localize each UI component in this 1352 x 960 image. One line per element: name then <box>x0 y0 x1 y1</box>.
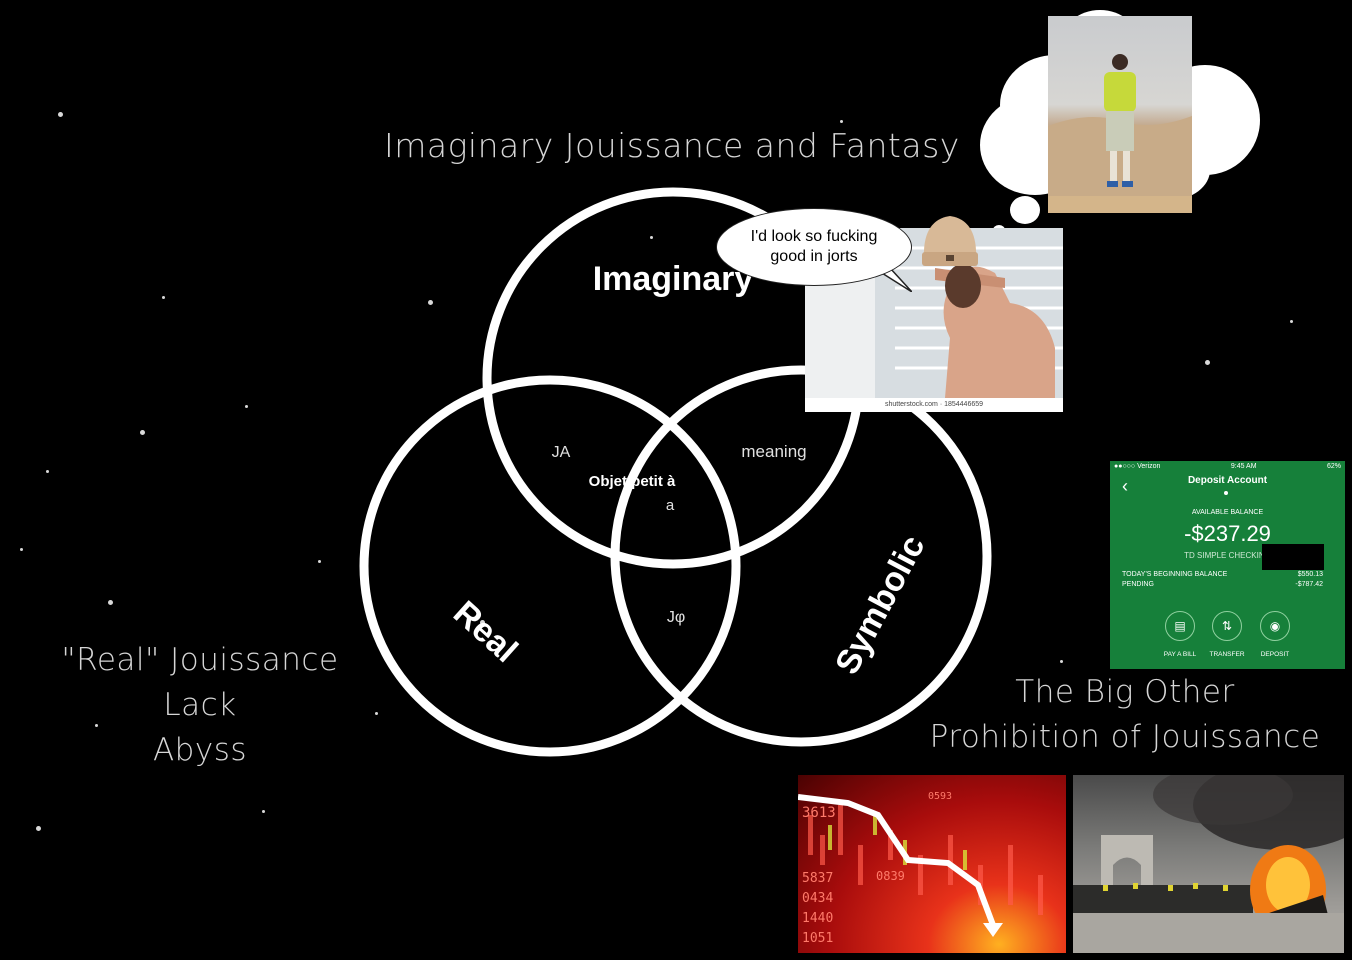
back-chevron-icon[interactable]: ‹ <box>1122 476 1128 496</box>
star <box>1205 360 1210 365</box>
shutterstock-watermark: shutterstock.com · 1854446659 <box>805 398 1063 412</box>
jorts-fantasy-photo <box>1048 16 1192 213</box>
transfer-label: TRANSFER <box>1209 651 1245 658</box>
star <box>36 826 41 831</box>
shower-photo: shutterstock.com · 1854446659 <box>805 228 1063 412</box>
transfer-icon: ⇅ <box>1221 619 1233 633</box>
caption-prohibition-line: Prohibition of Jouissance <box>929 719 1321 755</box>
star <box>58 112 63 117</box>
symbolic-circle <box>610 365 992 747</box>
stock-number-2: 0593 <box>928 791 953 802</box>
imaginary-label: Imaginary <box>593 260 754 298</box>
star <box>1290 320 1293 323</box>
star <box>428 300 433 305</box>
star <box>245 405 248 408</box>
available-balance-label: AVAILABLE BALANCE <box>1191 509 1264 516</box>
deposit-label: DEPOSIT <box>1260 651 1290 658</box>
status-bar: ●●○○○ Verizon 9:45 AM 62% <box>1114 463 1341 470</box>
caption-lack-line: Lack <box>163 687 237 723</box>
account-title: Deposit Account <box>1187 475 1268 486</box>
stock-number-1: 3613 <box>802 805 836 821</box>
carrier-text: ●●○○○ Verizon <box>1114 463 1161 470</box>
ja-label: JA <box>552 444 571 461</box>
real-label: Real <box>446 594 525 670</box>
objet-petit-a-label-2: a <box>666 497 675 514</box>
star <box>95 724 98 727</box>
star <box>140 430 145 435</box>
symbolic-label: Symbolic <box>828 529 933 680</box>
star <box>162 296 165 299</box>
stock-number-3: 5837 <box>802 871 834 886</box>
pay-bill-label: PAY A BILL <box>1163 651 1197 658</box>
document-icon: ▤ <box>1174 619 1186 633</box>
redaction-box <box>1262 544 1324 570</box>
stock-crash-photo: 3613 0593 5837 0839 0434 1440 1051 <box>798 775 1066 953</box>
bank-app-screenshot: ●●○○○ Verizon 9:45 AM 62% ‹ Deposit Acco… <box>1110 461 1345 669</box>
caption-imaginary-jouissance: Imaginary Jouissance and Fantasy <box>384 126 960 165</box>
account-type: TD SIMPLE CHECKING <box>1184 551 1271 560</box>
star <box>650 236 653 239</box>
time-text: 9:45 AM <box>1230 463 1257 470</box>
star <box>46 470 49 473</box>
star <box>1060 660 1063 663</box>
paris-riot-photo <box>1073 775 1344 953</box>
real-circle <box>359 375 741 757</box>
caption-big-other: The Big Other Prohibition of Jouissance <box>910 670 1340 760</box>
balance-value: -$237.29 <box>1184 521 1271 546</box>
beginning-balance-row: TODAY'S BEGINNING BALANCE $550.13 <box>1122 571 1323 578</box>
pay-bill-button[interactable]: ▤ <box>1165 611 1195 641</box>
star <box>20 548 23 551</box>
meaning-label: meaning <box>741 442 806 461</box>
jphi-label: Jφ <box>667 609 685 626</box>
objet-petit-a-label: Objet petit à <box>589 473 676 490</box>
star <box>480 620 485 625</box>
speech-bubble-text: I'd look so fucking good in jorts <box>750 228 878 265</box>
camera-icon: ◉ <box>1269 619 1281 633</box>
battery-text: 62% <box>1326 463 1341 470</box>
caption-real-jouissance: "Real" Jouissance Lack Abyss <box>40 638 360 773</box>
caption-big-other-line: The Big Other <box>1015 674 1235 710</box>
pending-row: PENDING -$787.42 <box>1122 581 1323 588</box>
star <box>108 600 113 605</box>
caption-real-line: "Real" Jouissance <box>61 642 339 678</box>
star <box>318 560 321 563</box>
page-dot <box>1224 491 1228 495</box>
stock-number-4: 0839 <box>876 869 905 883</box>
speech-bubble: I'd look so fucking good in jorts <box>716 208 912 286</box>
stock-number-6: 1440 <box>802 911 834 926</box>
caption-abyss-line: Abyss <box>152 732 248 768</box>
beanie-icon <box>922 216 978 266</box>
deposit-button[interactable]: ◉ <box>1260 611 1290 641</box>
transfer-button[interactable]: ⇅ <box>1212 611 1242 641</box>
stock-number-7: 1051 <box>802 931 834 946</box>
star <box>262 810 265 813</box>
star <box>375 712 378 715</box>
stock-number-5: 0434 <box>802 891 834 906</box>
star <box>840 120 843 123</box>
